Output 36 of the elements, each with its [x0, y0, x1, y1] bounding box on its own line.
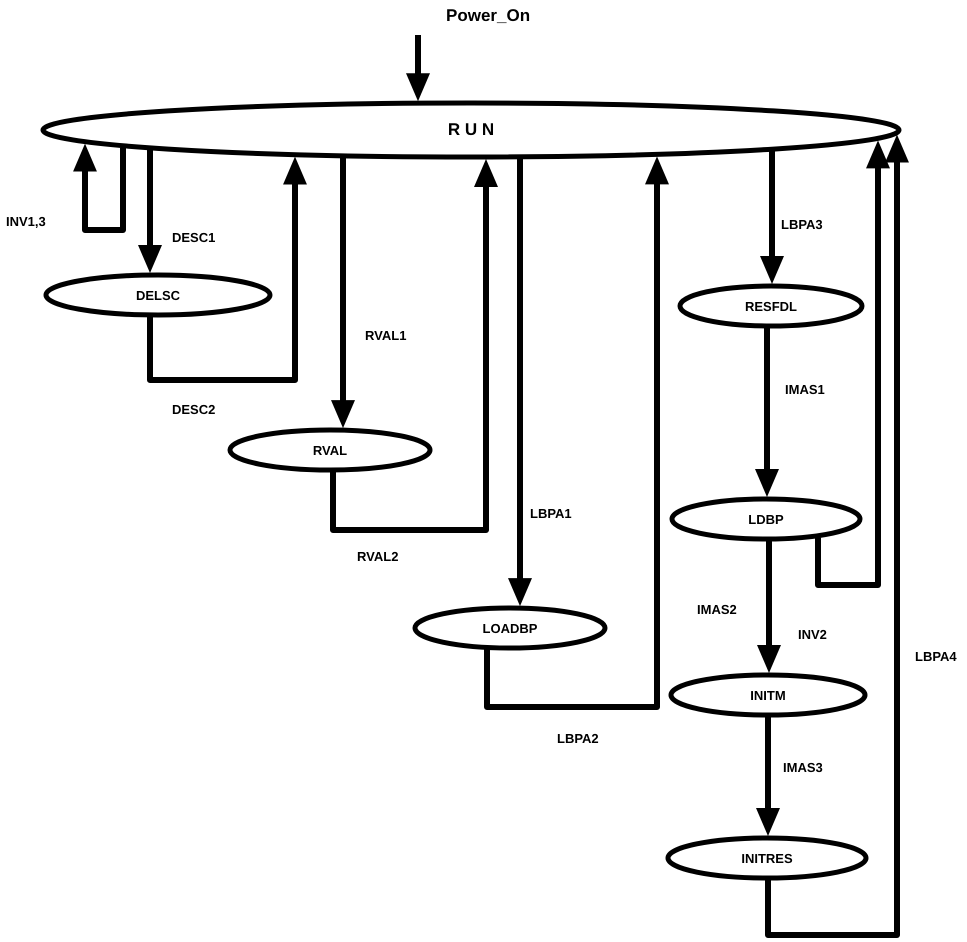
edge-label: LBPA3	[781, 217, 823, 232]
edge-label: DESC2	[172, 402, 216, 417]
arrow	[765, 134, 909, 938]
edge-label: RVAL2	[357, 549, 398, 564]
arrow	[484, 156, 669, 710]
arrow	[755, 328, 779, 497]
arrow	[138, 150, 162, 274]
edge-label: INV2	[798, 627, 827, 642]
edge-label: IMAS2	[697, 602, 737, 617]
arrow	[757, 541, 781, 673]
edge-label: RVAL1	[365, 328, 406, 343]
state-name: R U N	[448, 120, 494, 140]
edge-label: IMAS1	[785, 382, 825, 397]
arrow	[508, 158, 532, 606]
edge-label: INV1,3	[6, 214, 46, 229]
arrow	[815, 140, 890, 588]
arrow	[330, 158, 498, 533]
state-name: LDBP	[748, 512, 784, 526]
edge-label: Power_On	[446, 6, 530, 26]
state-name: INITM	[750, 688, 786, 702]
edge-label: LBPA4	[915, 649, 957, 664]
state-name: DELSC	[136, 288, 180, 302]
edge-label: IMAS3	[783, 760, 823, 775]
edge-label: LBPA2	[557, 731, 599, 746]
edge-label: LBPA1	[530, 506, 572, 521]
arrow	[147, 156, 307, 383]
arrow	[331, 158, 355, 428]
arrow	[73, 144, 126, 233]
state-name: RVAL	[312, 442, 348, 458]
state-name: RESFDL	[745, 298, 797, 314]
arrow	[756, 717, 780, 836]
arrow	[406, 35, 430, 102]
edge-label: DESC1	[172, 230, 216, 245]
arrow	[760, 151, 784, 284]
state-name: INITRES	[741, 850, 793, 866]
state-name: LOADBP	[482, 620, 538, 636]
